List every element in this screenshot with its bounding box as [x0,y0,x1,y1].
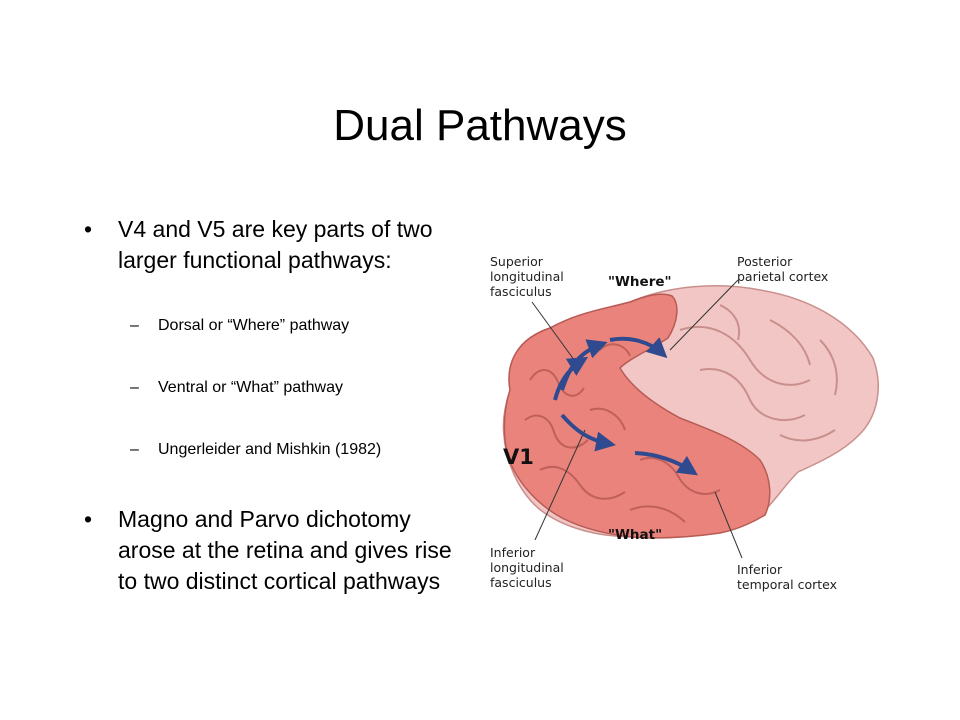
sub-bullet-item: Ungerleider and Mishkin (1982) [116,440,474,460]
sub-bullet-item: Dorsal or “Where” pathway [116,316,474,336]
gyri-lines [679,304,838,442]
bullet-text: Magno and Parvo dichotomy arose at the r… [118,506,452,594]
dorsal-arrow-3 [609,336,668,359]
inferior-fasciculus-label: Inferior longitudinal fasciculus [490,545,564,590]
bullet-text: V4 and V5 are key parts of two larger fu… [118,216,433,273]
ventral-arrow-1 [560,413,616,452]
posterior-parietal-label: Posterior parietal cortex [737,254,829,284]
superior-fasciculus-label: Superior longitudinal fasciculus [490,254,564,299]
brain-illustration [502,279,879,559]
dorsal-arrow-2 [560,339,608,391]
what-label: "What" [608,527,663,543]
highlight-gyri-lines [524,343,721,523]
pathway-arrows [553,336,698,476]
brain-pathways-figure: Superior longitudinal fasciculus "Where"… [480,240,880,600]
bullet-item: V4 and V5 are key parts of two larger fu… [84,214,474,460]
v1-label: V1 [503,445,534,469]
ventral-arrow-2 [634,451,698,476]
where-label: "Where" [608,274,672,290]
sub-bullet-item: Ventral or “What” pathway [116,378,474,398]
sub-bullet-list: Dorsal or “Where” pathway Ventral or “Wh… [116,316,474,460]
bullet-item: Magno and Parvo dichotomy arose at the r… [84,504,474,597]
bullet-list: V4 and V5 are key parts of two larger fu… [84,214,474,597]
slide-title: Dual Pathways [333,101,627,150]
inferior-temporal-label: Inferior temporal cortex [737,562,838,592]
